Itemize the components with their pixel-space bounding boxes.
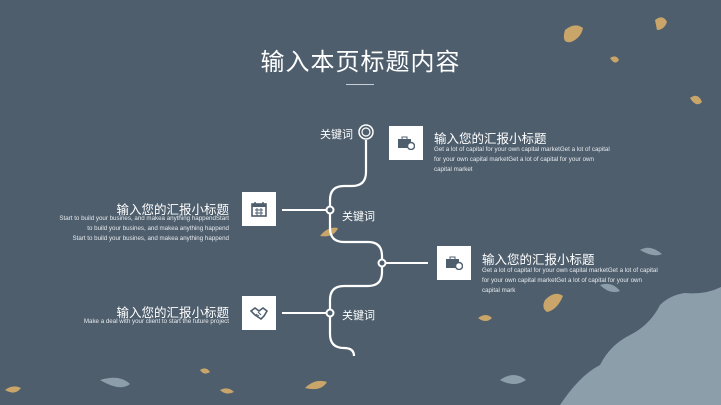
keyword-label: 关键词: [342, 211, 375, 223]
description-line: capital mark: [482, 287, 516, 294]
item-description: Get a lot of capital for your own capita…: [482, 266, 682, 296]
node: [377, 258, 387, 268]
briefcase-icon-box: [389, 126, 423, 160]
item-heading: 输入您的汇报小标题: [434, 132, 547, 146]
description-line: Get a lot of capital for your own capita…: [434, 146, 610, 153]
description-line: Start to build your busines, and makea a…: [72, 235, 229, 242]
title-divider: [346, 84, 374, 85]
item-description: Get a lot of capital for your own capita…: [434, 145, 634, 175]
item-heading: 输入您的汇报小标题: [116, 203, 229, 217]
description-line: to build your busines, and makea anythin…: [87, 225, 229, 232]
description-line: Make a deal with your client to start th…: [83, 318, 229, 325]
briefcase-icon-box: [437, 246, 471, 280]
item-heading: 输入您的汇报小标题: [482, 253, 595, 267]
description-line: for your own capital marketGet a lot of …: [482, 277, 642, 284]
handshake-icon-box: [242, 296, 276, 330]
handshake-icon: [250, 307, 268, 320]
description-line: Start to build your busines, and makea a…: [59, 215, 229, 222]
calendar-icon-box: [242, 192, 276, 226]
page-title: 输入本页标题内容: [260, 49, 461, 76]
item-heading: 输入您的汇报小标题: [116, 306, 229, 320]
landmass: [100, 247, 721, 405]
keyword-label: 关键词: [342, 310, 375, 322]
item-description: Make a deal with your client to start th…: [29, 317, 229, 327]
description-line: for your own capital marketGet a lot of …: [434, 156, 594, 163]
calendar-icon: [251, 201, 267, 217]
islands: [5, 17, 702, 394]
briefcase-icon: [398, 136, 415, 150]
keyword-label: 关键词: [320, 129, 353, 141]
node: [325, 205, 335, 215]
node: [325, 308, 335, 318]
briefcase-icon: [446, 256, 463, 270]
start-node: [358, 124, 374, 140]
description-line: Get a lot of capital for your own capita…: [482, 267, 658, 274]
description-line: capital market: [434, 166, 473, 173]
item-description: Start to build your busines, and makea a…: [29, 214, 229, 244]
